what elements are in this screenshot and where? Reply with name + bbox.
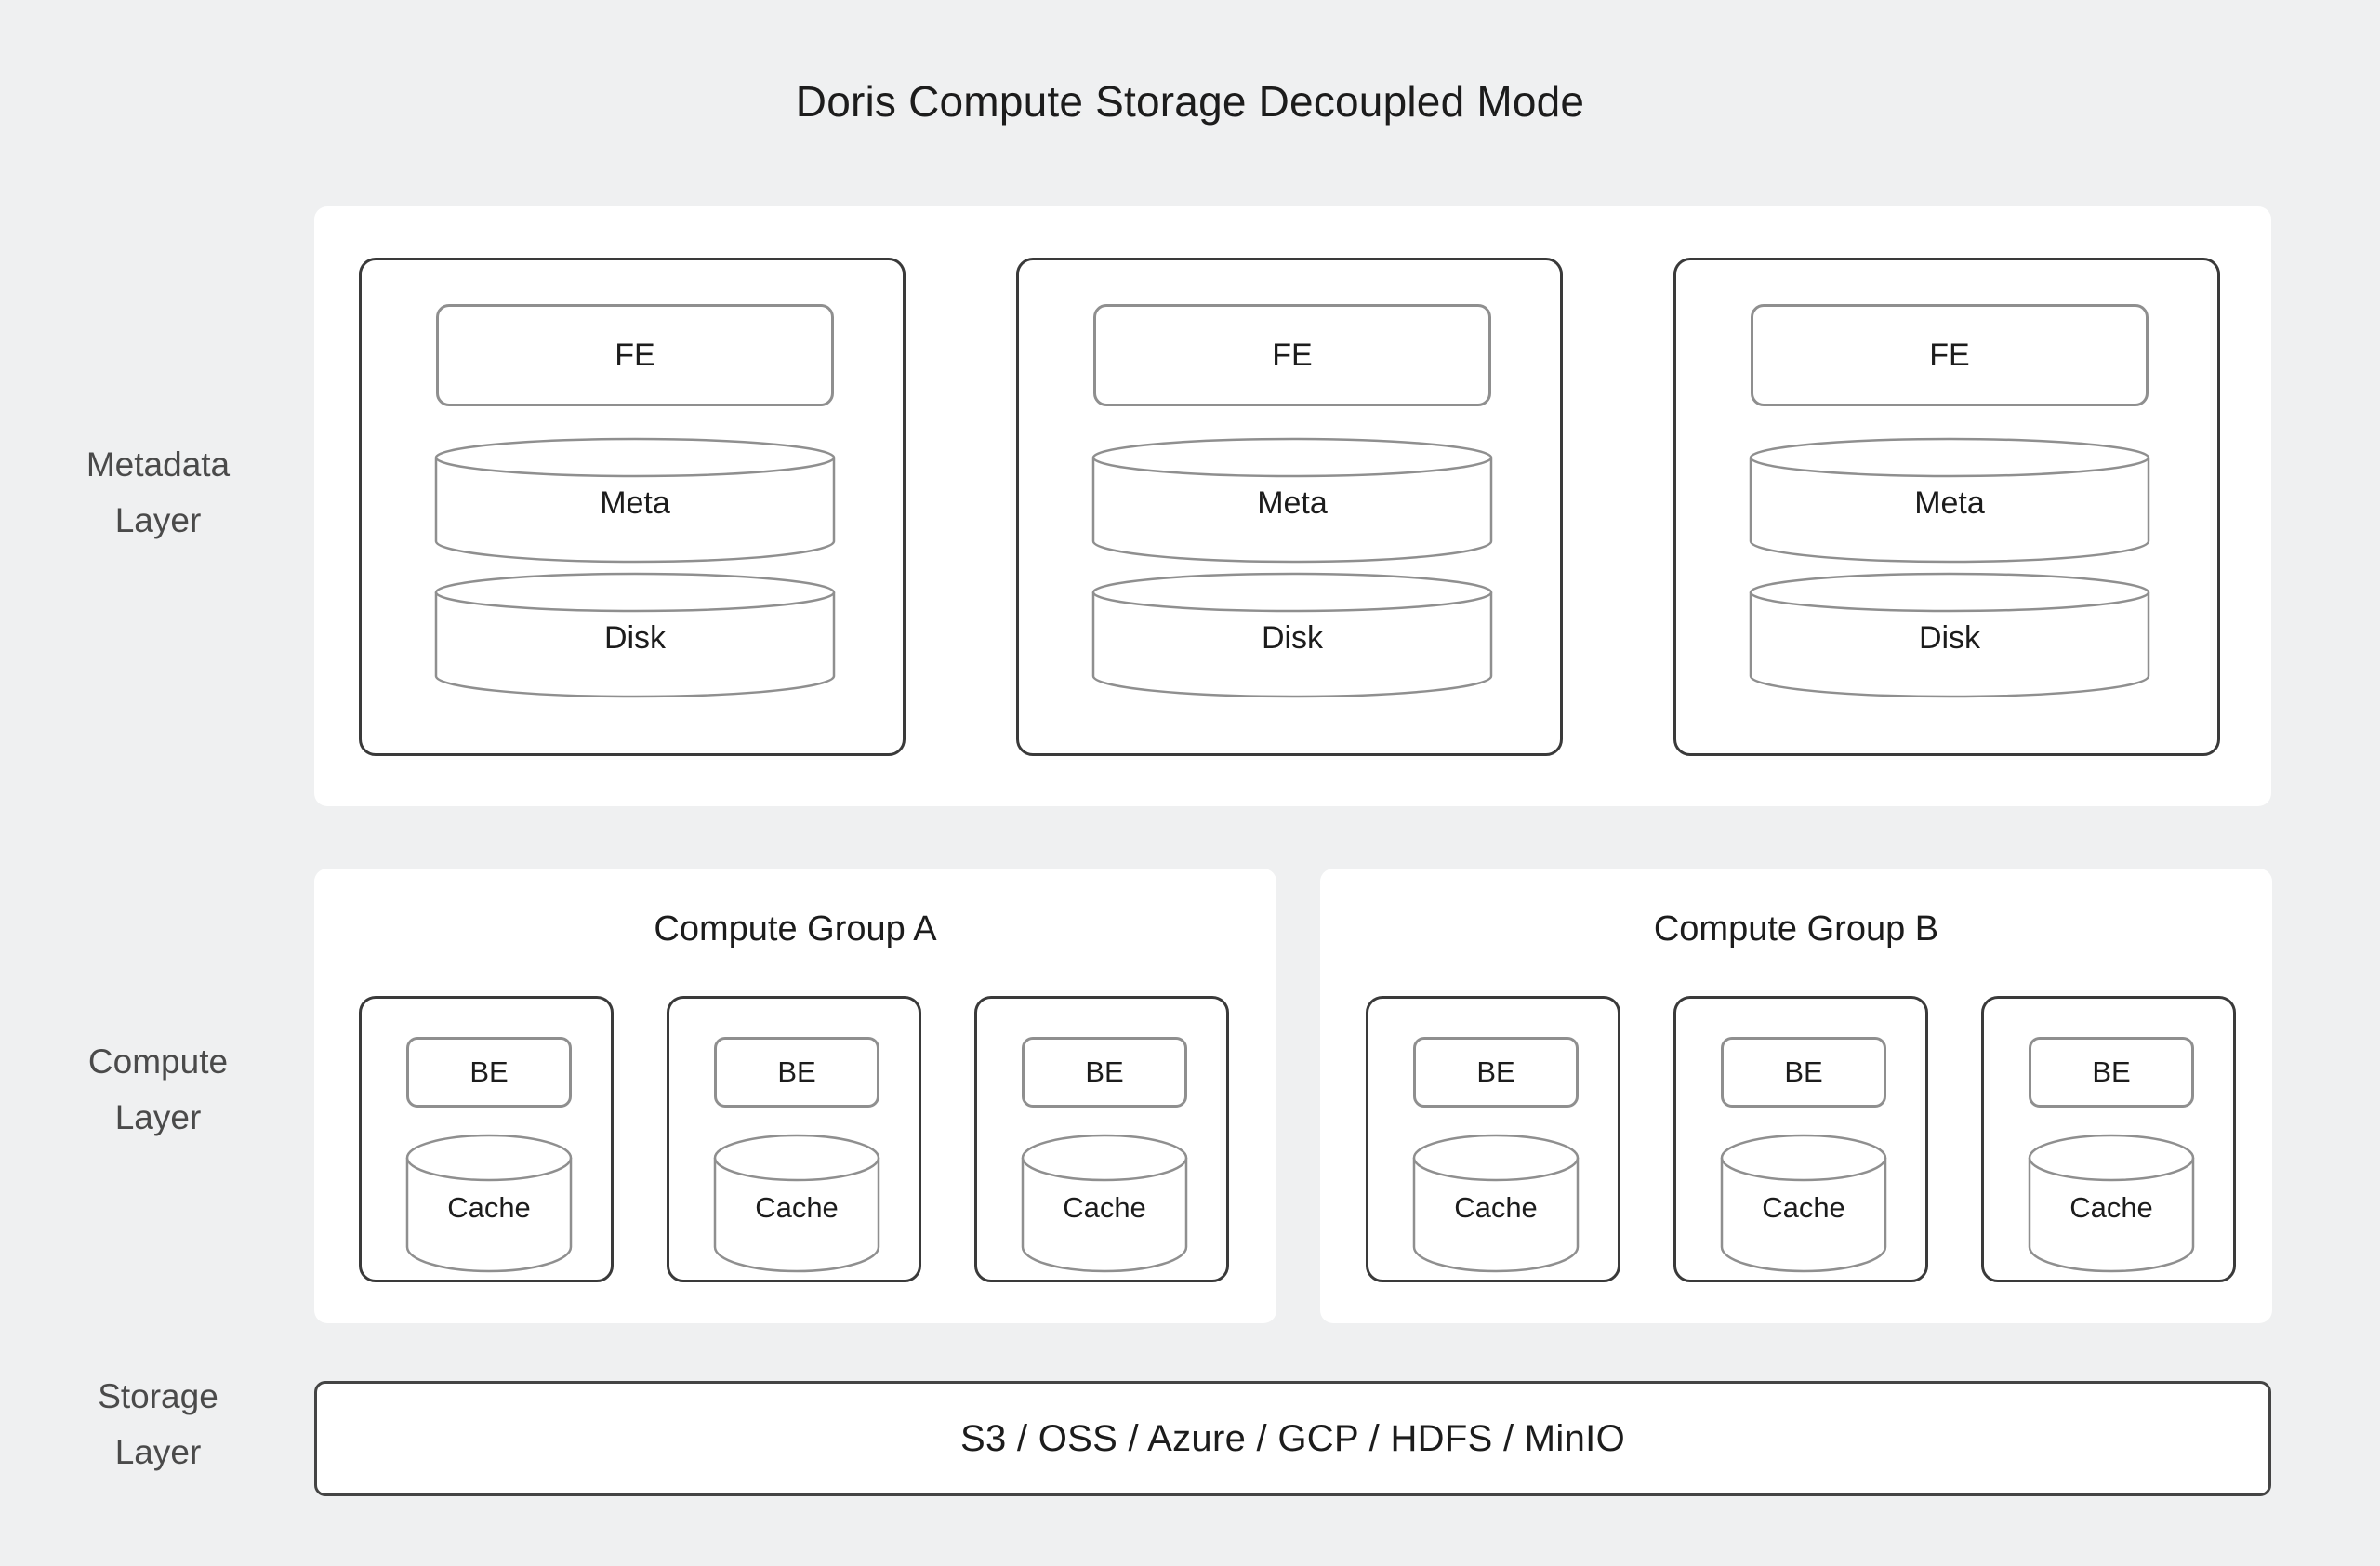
be-service-box[interactable]: BE [1022, 1037, 1187, 1108]
layer-label-metadata: Metadata Layer [86, 445, 231, 539]
cache-cylinder: Cache [405, 1134, 573, 1273]
be-service-box[interactable]: BE [406, 1037, 572, 1108]
compute-group-a-title: Compute Group A [654, 909, 937, 949]
cache-cylinder: Cache [1720, 1134, 1887, 1273]
cache-cylinder: Cache [2028, 1134, 2195, 1273]
meta-cylinder-label: Meta [1257, 485, 1328, 521]
be-service-box[interactable]: BE [2029, 1037, 2194, 1108]
meta-cylinder: Meta [434, 437, 836, 564]
fe-service-box[interactable]: FE [436, 304, 834, 406]
cache-cylinder: Cache [713, 1134, 880, 1273]
disk-cylinder-label: Disk [1261, 620, 1324, 656]
disk-cylinder: Disk [1749, 572, 2150, 698]
storage-backends-label: S3 / OSS / Azure / GCP / HDFS / MinIO [959, 1417, 1625, 1459]
fe-service-box[interactable]: FE [1751, 304, 2149, 406]
cache-cylinder-label: Cache [2069, 1191, 2153, 1224]
meta-cylinder: Meta [1749, 437, 2150, 564]
cache-cylinder-label: Cache [755, 1191, 839, 1224]
compute-group-b-title: Compute Group B [1653, 909, 1939, 949]
cache-cylinder: Cache [1412, 1134, 1580, 1273]
be-node[interactable]: BE Cache [1673, 996, 1928, 1282]
be-node[interactable]: BE Cache [359, 996, 614, 1282]
disk-cylinder: Disk [1091, 572, 1493, 698]
be-service-box[interactable]: BE [1413, 1037, 1579, 1108]
fe-node[interactable]: FE Meta Disk [1673, 258, 2220, 756]
be-node[interactable]: BE Cache [1981, 996, 2236, 1282]
meta-cylinder-label: Meta [1914, 485, 1985, 521]
disk-cylinder-label: Disk [1918, 620, 1981, 656]
be-node[interactable]: BE Cache [667, 996, 921, 1282]
layer-label-compute: Compute Layer [87, 1042, 229, 1136]
meta-cylinder-label: Meta [600, 485, 670, 521]
disk-cylinder: Disk [434, 572, 836, 698]
page-title: Doris Compute Storage Decoupled Mode [795, 77, 1585, 126]
storage-layer-box[interactable]: S3 / OSS / Azure / GCP / HDFS / MinIO [314, 1381, 2271, 1496]
layer-label-storage: Storage Layer [98, 1377, 218, 1471]
cache-cylinder-label: Cache [1454, 1191, 1538, 1224]
be-node[interactable]: BE Cache [1366, 996, 1620, 1282]
cache-cylinder-label: Cache [447, 1191, 531, 1224]
meta-cylinder: Meta [1091, 437, 1493, 564]
be-node[interactable]: BE Cache [974, 996, 1229, 1282]
fe-service-box[interactable]: FE [1093, 304, 1491, 406]
be-service-box[interactable]: BE [1721, 1037, 1886, 1108]
fe-node[interactable]: FE Meta Disk [1016, 258, 1563, 756]
cache-cylinder: Cache [1021, 1134, 1188, 1273]
be-service-box[interactable]: BE [714, 1037, 879, 1108]
cache-cylinder-label: Cache [1063, 1191, 1146, 1224]
fe-node[interactable]: FE Meta Disk [359, 258, 906, 756]
disk-cylinder-label: Disk [603, 620, 667, 656]
cache-cylinder-label: Cache [1762, 1191, 1845, 1224]
